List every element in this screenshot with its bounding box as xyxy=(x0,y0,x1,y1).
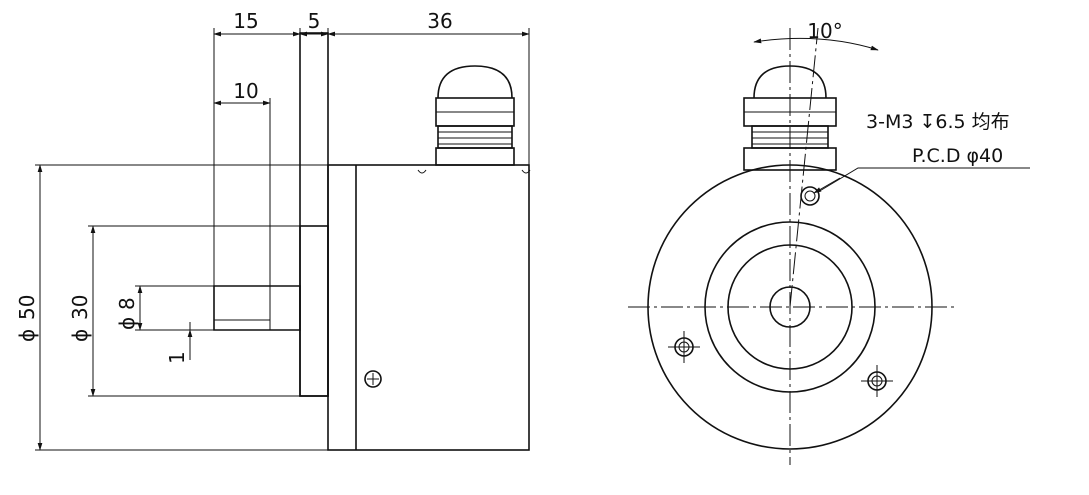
cable-gland xyxy=(435,65,515,166)
dim-text-1: 1 xyxy=(165,351,189,364)
mount-hole-left xyxy=(668,331,700,363)
phi-symbol-50: ϕ xyxy=(15,329,39,342)
side-view: 15 5 36 10 ϕ 50 ϕ 30 ϕ 8 1 xyxy=(15,9,531,451)
extension-lines xyxy=(35,28,530,451)
boss-circle xyxy=(727,244,853,370)
dim-text-36: 36 xyxy=(427,9,452,33)
mount-hole-right xyxy=(861,365,893,397)
dim-label-1: 1 xyxy=(165,351,189,364)
phi-symbol-8: ϕ xyxy=(115,317,139,330)
dim-text-10: 10 xyxy=(233,79,258,103)
dim-text-8: 8 xyxy=(115,297,139,310)
flange-circle xyxy=(704,221,876,393)
outer-circle xyxy=(647,164,933,450)
dim-text-15: 15 xyxy=(233,9,258,33)
dim-text-50: 50 xyxy=(15,295,39,320)
phi-symbol-30: ϕ xyxy=(68,329,92,342)
housing-outline xyxy=(327,164,530,451)
dim-label-8: ϕ 8 xyxy=(115,297,139,330)
angle-arc xyxy=(753,37,879,51)
angle-text: 10° xyxy=(807,19,842,43)
note-arrow xyxy=(813,177,841,194)
boss xyxy=(299,225,329,397)
mount-hole-top xyxy=(800,186,820,206)
dim-text-30: 30 xyxy=(68,295,92,320)
shaft-circle xyxy=(769,286,811,328)
dim-text-5: 5 xyxy=(308,9,321,33)
angled-centerline xyxy=(789,27,819,308)
cable-gland-front xyxy=(743,65,837,171)
dim-label-50: ϕ 50 xyxy=(15,295,39,342)
hole-note: 3-M3 ↧6.5 均布 xyxy=(866,111,1010,133)
note-leader xyxy=(817,167,1030,193)
screw-icon xyxy=(364,370,382,388)
housing-top-break xyxy=(417,169,531,174)
shaft-outline xyxy=(213,285,301,331)
dim-label-30: ϕ 30 xyxy=(68,295,92,342)
flange-plate xyxy=(299,32,329,397)
front-view: 10° 3-M3 ↧6.5 均布 P.C.D φ40 xyxy=(628,19,1030,465)
pcd-note: P.C.D φ40 xyxy=(912,145,1003,167)
